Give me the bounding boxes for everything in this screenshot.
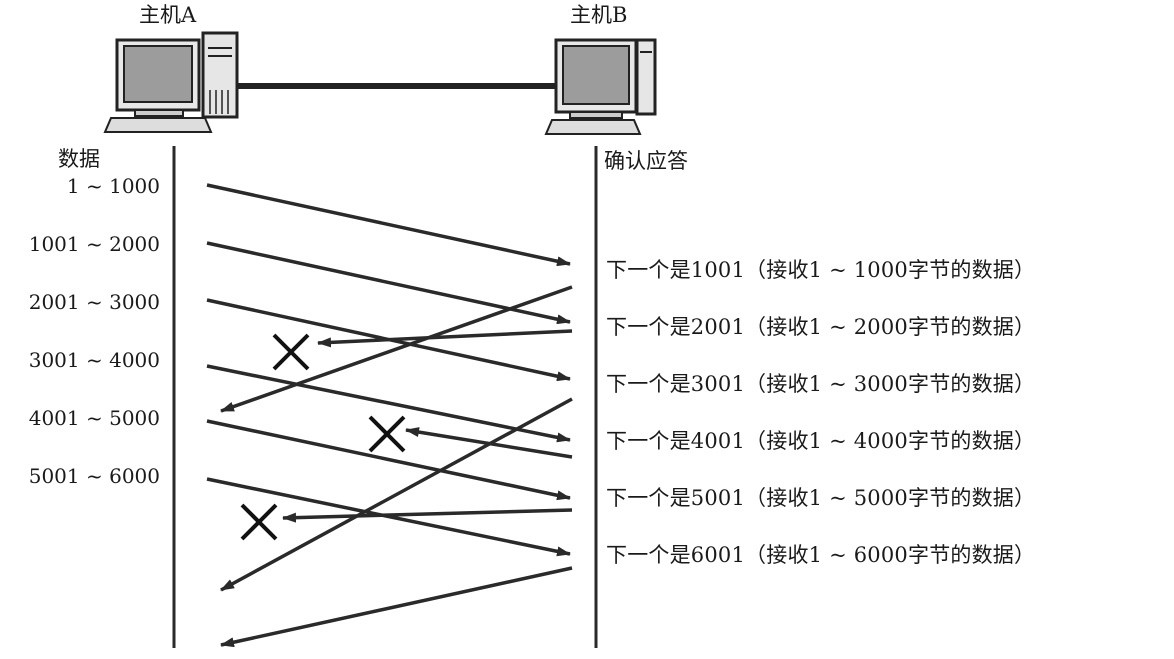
ack-arrow — [220, 397, 573, 592]
ack-label: 下一个是1001（接收1 ~ 1000字节的数据） — [606, 258, 1036, 282]
ack-label: 下一个是2001（接收1 ~ 2000字节的数据） — [606, 315, 1036, 339]
segment-label: 1001 ~ 2000 — [28, 232, 160, 256]
host-a-label: 主机A — [139, 3, 197, 27]
host-b-computer-icon — [544, 38, 657, 135]
cross-stroke — [272, 333, 310, 371]
segment-label: 1 ~ 1000 — [66, 174, 160, 198]
cross-stroke — [368, 415, 406, 453]
ack-label: 下一个是6001（接收1 ~ 6000字节的数据） — [606, 543, 1036, 567]
cross-mark-icon — [240, 503, 278, 541]
data-column-title: 数据 — [58, 147, 100, 171]
lost-ack-arrow — [317, 329, 573, 348]
host-a-computer-icon — [103, 31, 239, 133]
cross-mark-icon — [272, 333, 310, 371]
segment-label: 5001 ~ 6000 — [28, 464, 160, 488]
lost-ack-arrow — [405, 427, 573, 459]
host-b-label: 主机B — [570, 3, 628, 27]
ack-label: 下一个是3001（接收1 ~ 3000字节的数据） — [606, 372, 1036, 396]
lost-ack-arrow — [282, 508, 573, 523]
data-segment-arrow — [206, 183, 571, 267]
data-segment-arrow — [206, 364, 571, 443]
segment-label: 3001 ~ 4000 — [28, 348, 160, 372]
cross-mark-icon — [368, 415, 406, 453]
ack-column-title: 确认应答 — [604, 149, 688, 173]
network-cable — [237, 83, 556, 89]
ack-label: 下一个是4001（接收1 ~ 4000字节的数据） — [606, 429, 1036, 453]
ack-label: 下一个是5001（接收1 ~ 5000字节的数据） — [606, 486, 1036, 510]
segment-label: 2001 ~ 3000 — [28, 290, 160, 314]
cross-stroke — [240, 503, 278, 541]
data-segment-arrow — [206, 419, 571, 501]
segment-label: 4001 ~ 5000 — [28, 406, 160, 430]
ack-arrow — [220, 285, 573, 413]
ack-arrow — [220, 566, 573, 648]
